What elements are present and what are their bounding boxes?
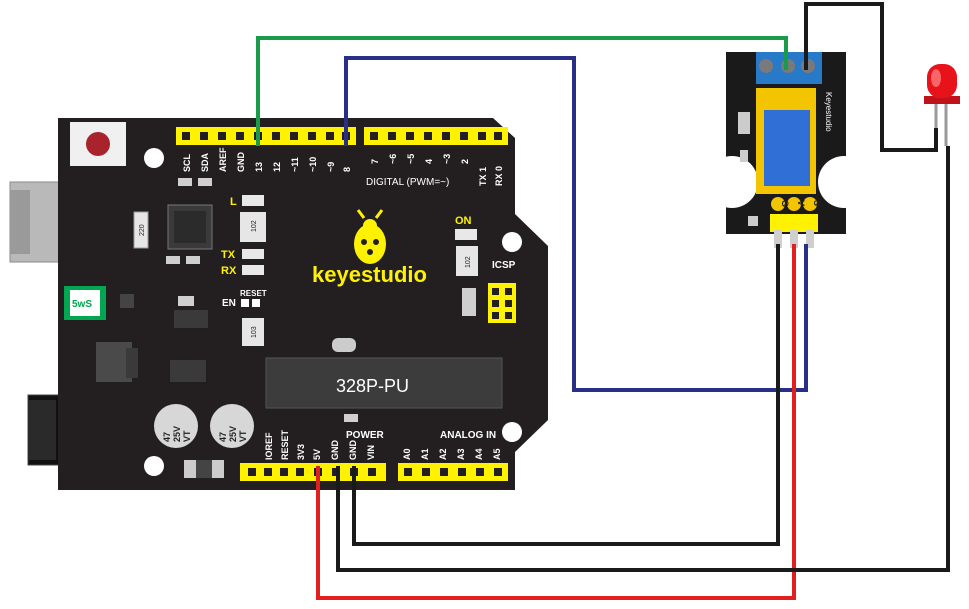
svg-text:A5: A5 [492,448,502,460]
capacitor: 47 25V VT [210,404,254,448]
pin-label: 12 [272,162,282,172]
analog-label: ANALOG IN [440,430,496,441]
led-label-rx: RX [221,265,237,277]
arduino-board: SCL SDA AREF GND 13 12 ~11 ~10 ~9 8 7 ~6… [9,118,548,490]
reset-label: RESET [240,289,267,298]
pin-label: ~11 [290,157,300,172]
svg-text:3V3: 3V3 [296,444,306,460]
analog-header [398,463,508,481]
black-wire [336,146,950,572]
svg-text:47: 47 [218,432,228,442]
mounting-hole [144,148,164,168]
mounting-hole [502,232,522,252]
pin-label: ~9 [326,162,336,172]
svg-text:V: V [796,200,806,206]
relay-module: Keyestudio G V S [706,52,870,248]
led-label-tx: TX [221,249,236,261]
svg-text:VIN: VIN [366,445,376,460]
pin-label: ~10 [308,157,318,172]
resistor-label: 103 [251,326,258,338]
svg-text:GND: GND [348,440,358,461]
pin-label: SDA [200,152,210,172]
black-wire [804,2,938,152]
resistor-label: 102 [465,256,472,268]
svg-text:S: S [812,200,822,206]
svg-text:VT: VT [182,430,192,442]
module-brand: Keyestudio [824,92,833,132]
red-led [924,64,960,146]
icsp-label: ICSP [492,260,516,271]
svg-text:A4: A4 [474,448,484,460]
reset-button[interactable] [70,122,126,166]
pin-label: SCL [182,153,192,172]
power-label: POWER [346,430,385,441]
svg-text:A3: A3 [456,448,466,460]
svg-text:RESET: RESET [280,429,290,460]
en-label: EN [222,298,236,309]
svg-text:47: 47 [162,432,172,442]
resistor-label: 102 [251,220,258,232]
svg-text:25V: 25V [228,426,238,442]
pin-label: AREF [218,147,228,172]
svg-text:A2: A2 [438,448,448,460]
main-chip [265,357,503,409]
power-header [240,463,386,481]
svg-text:VT: VT [238,430,248,442]
green-wire [256,36,788,146]
led-label-l: L [230,196,237,208]
mounting-hole [144,456,164,476]
pin-label: 13 [254,162,264,172]
red-wire [316,244,796,600]
resistor-label: 220 [139,224,146,236]
keyestudio-logo [354,209,386,264]
capacitor: 47 25V VT [154,404,198,448]
blue-wire [344,56,808,392]
pin-label: TX 1 [478,167,488,186]
svg-text:IOREF: IOREF [264,432,274,460]
brand-label: keyestudio [312,262,427,287]
pin-label: ~5 [406,154,416,164]
digital-header-right [364,127,508,145]
analog-pin-labels: A0 A1 A2 A3 A4 A5 [402,448,502,460]
module-header [770,214,818,232]
digital-pin-labels: SCL SDA AREF GND 13 12 ~11 ~10 ~9 8 7 ~6… [182,147,504,186]
pin-label: ~6 [388,154,398,164]
svg-text:25V: 25V [172,426,182,442]
digital-label: DIGITAL (PWM=~) [366,177,449,188]
status-leds: L 102 TX RX [221,195,266,277]
svg-text:5V: 5V [312,449,322,460]
chip-label: 328P-PU [336,376,409,396]
pin-label: 8 [342,167,352,172]
svg-text:A0: A0 [402,448,412,460]
svg-text:A1: A1 [420,448,430,460]
mounting-hole [502,422,522,442]
module-pin-labels: G V S [771,197,822,211]
fuse-label: 5wS [72,299,92,310]
pin-label: 7 [370,159,380,164]
digital-header-left [176,127,356,145]
power-pin-labels: IOREF RESET 3V3 5V GND GND VIN [264,429,376,460]
svg-text:GND: GND [330,440,340,461]
pin-label: ~3 [442,154,452,164]
on-label: ON [455,215,472,227]
black-wire [352,244,780,546]
pin-label: 4 [424,159,434,164]
pin-label: 2 [460,159,470,164]
pin-label: GND [236,152,246,173]
pin-label: RX 0 [494,166,504,186]
svg-text:G: G [780,200,790,207]
